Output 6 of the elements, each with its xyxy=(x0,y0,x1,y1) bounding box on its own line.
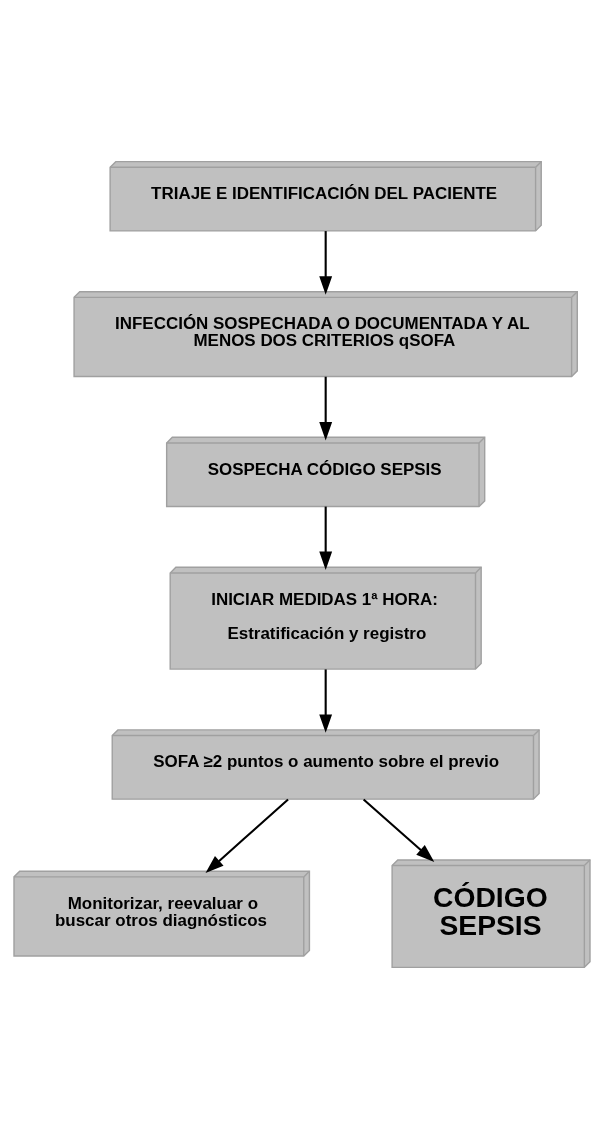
arrow xyxy=(205,798,289,874)
arrow xyxy=(319,506,333,571)
arrow xyxy=(319,231,333,295)
arrow xyxy=(319,669,333,733)
arrow xyxy=(319,376,333,441)
arrow xyxy=(362,798,435,862)
